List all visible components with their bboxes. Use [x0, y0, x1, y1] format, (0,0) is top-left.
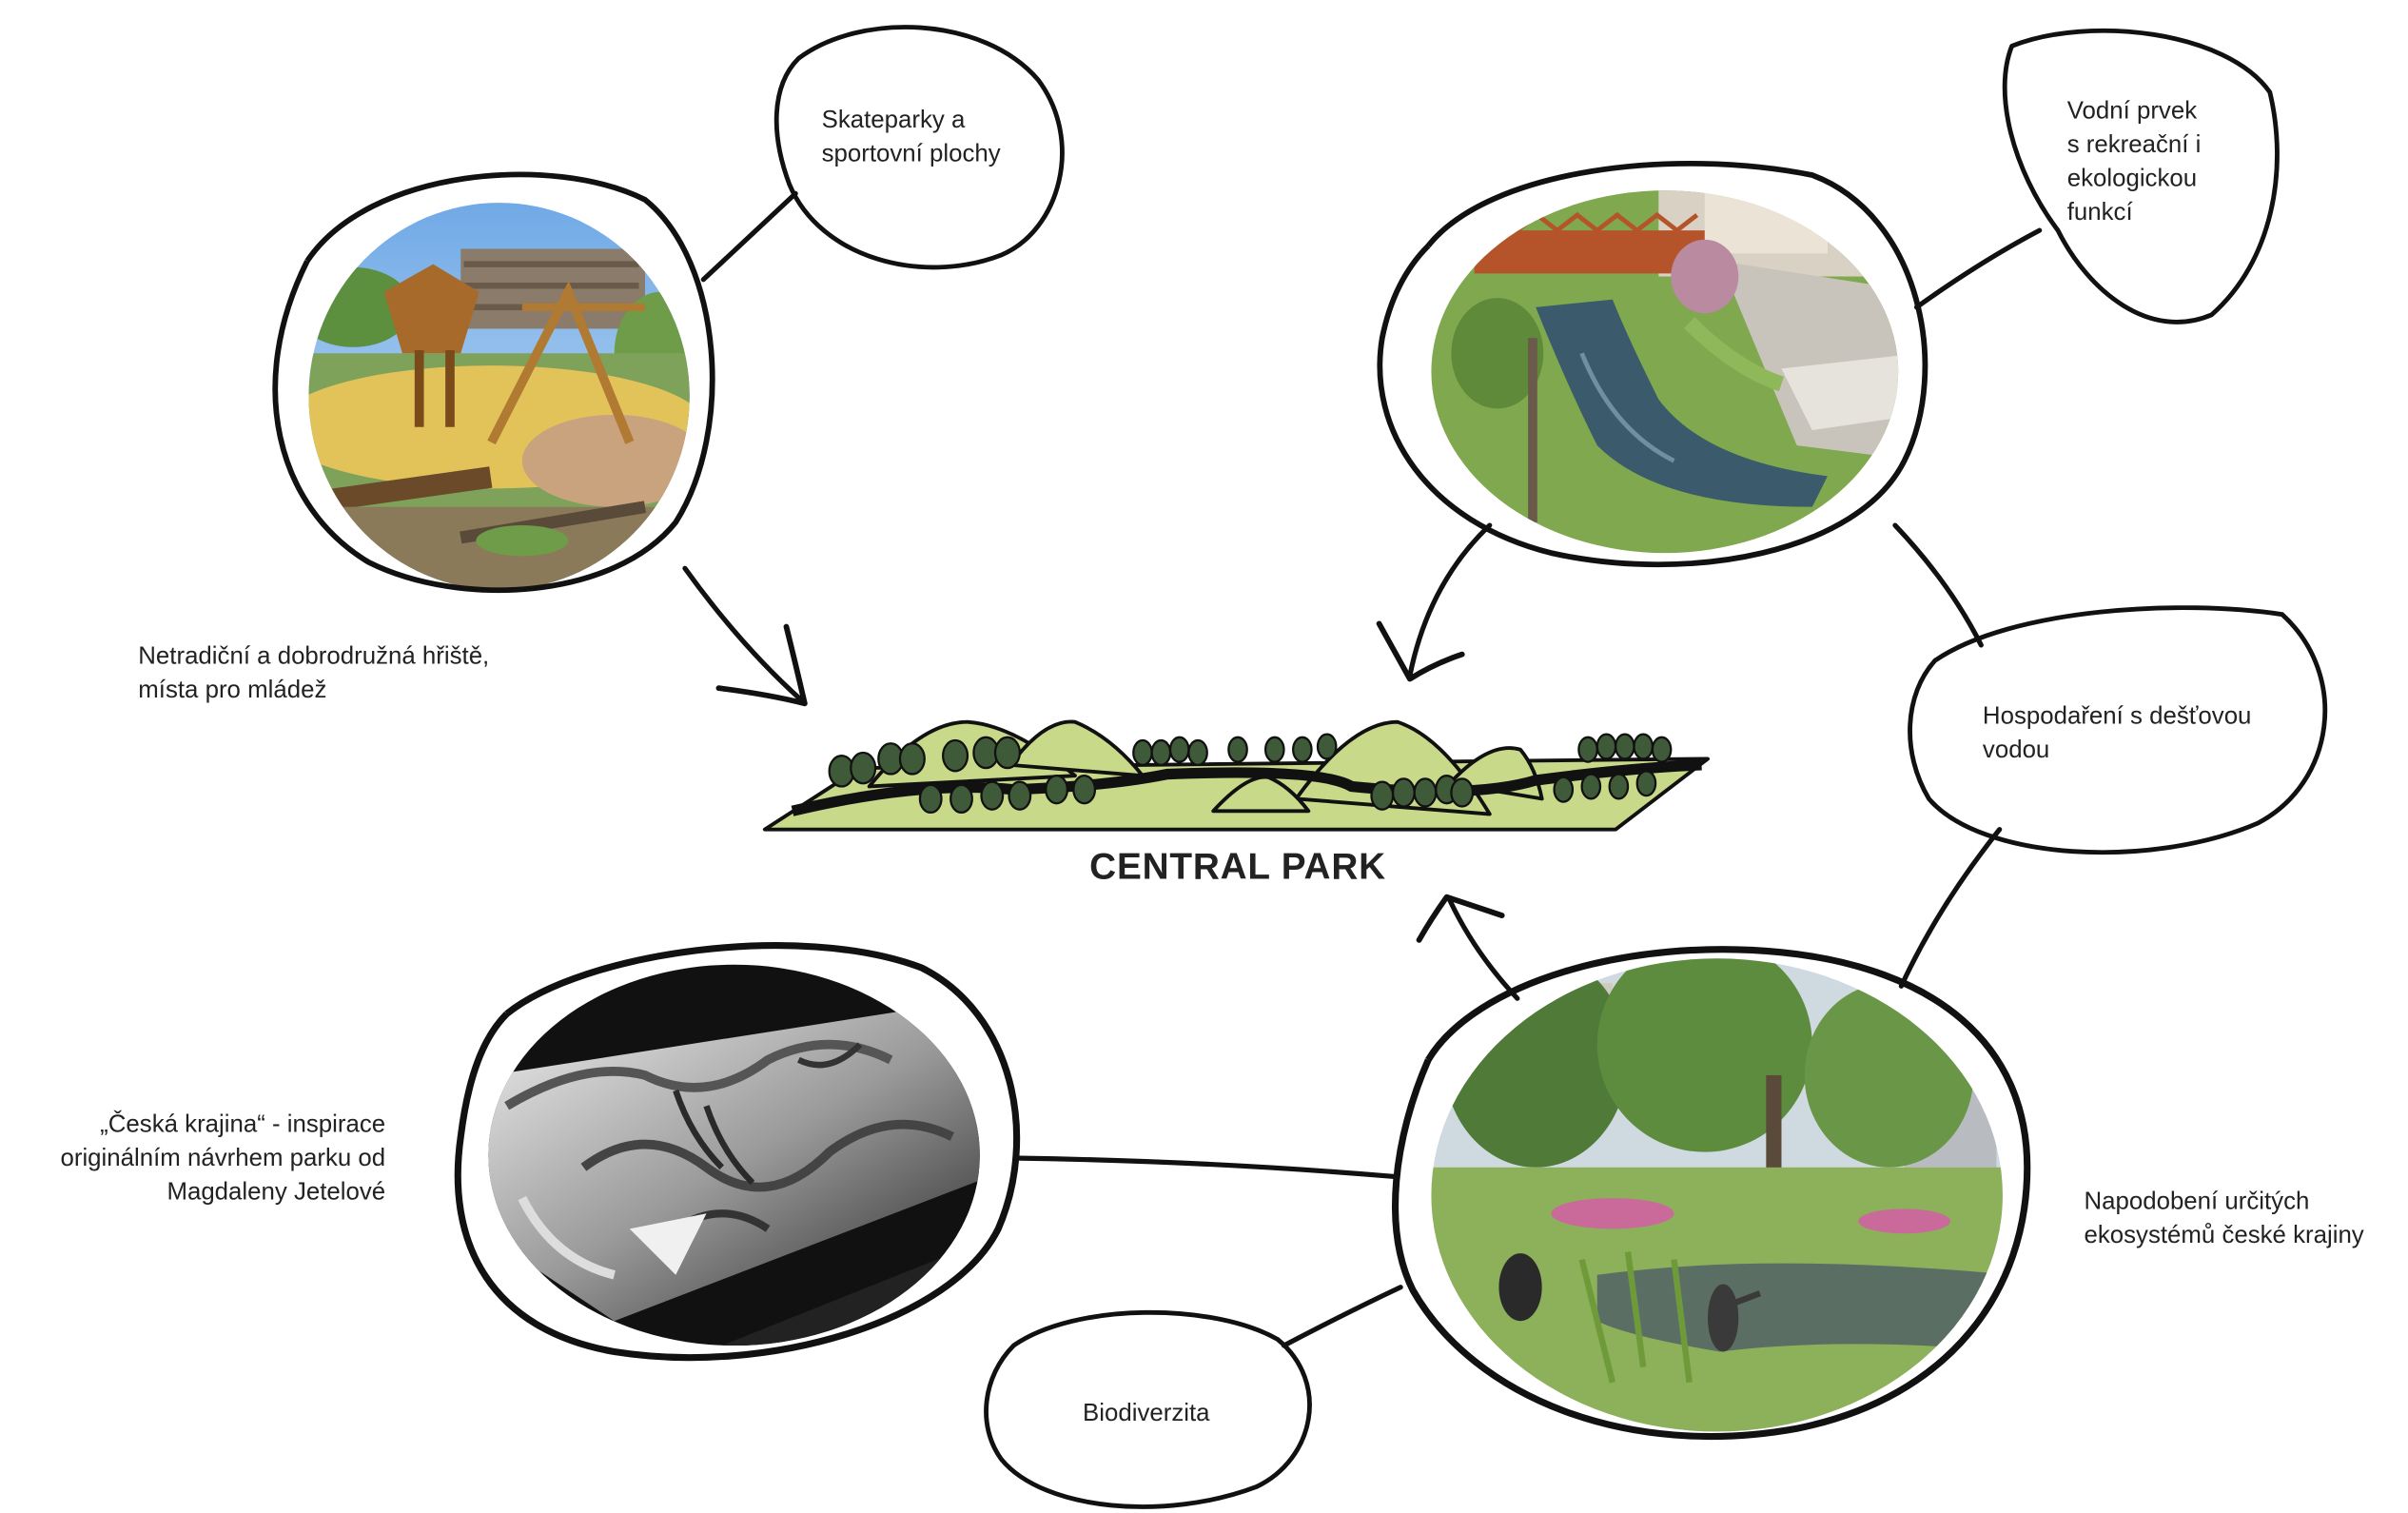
arrow-from-pond	[1447, 897, 1520, 1001]
bubble-water-element	[2002, 28, 2280, 324]
arrow-from-playground	[682, 565, 805, 703]
bubble-rainwater	[1908, 605, 2328, 855]
arrow-from-river	[1407, 522, 1493, 678]
frame-pond	[1392, 946, 2031, 1441]
park-trees	[828, 733, 1673, 815]
connector-water-element	[1913, 227, 2043, 310]
arrowheads	[715, 620, 1505, 943]
label-rainwater: Hospodaření s dešťovou vodou	[1982, 703, 2252, 764]
arrowhead-pond	[1416, 894, 1505, 943]
bubble-skateparks	[773, 25, 1065, 270]
label-playgrounds: Netradiční a dobrodružná hřiště, místa p…	[138, 643, 490, 704]
photo-playground	[272, 171, 715, 594]
bubbles	[773, 25, 2328, 1509]
label-ecosystems: Napodobení určitých ekosystémů české kra…	[2084, 1189, 2364, 1249]
park-path	[791, 759, 1702, 816]
photo-pond	[1392, 946, 2031, 1441]
arrowhead-playground	[715, 623, 808, 707]
photo-river	[1377, 160, 1928, 568]
connector-skateparks	[700, 190, 798, 283]
connector-rainwater-bottom	[1898, 827, 2003, 989]
connector-rainwater-top	[1892, 522, 1984, 648]
connector-czech-landscape	[1017, 1155, 1398, 1180]
frame-river	[1377, 160, 1928, 568]
arrowhead-river	[1376, 620, 1465, 682]
connector-lines	[682, 190, 2043, 1348]
connector-biodiversity	[1281, 1285, 1403, 1348]
photo-relief-model	[454, 942, 1021, 1362]
frame-relief-model	[454, 942, 1021, 1362]
label-water-element: Vodní prvek s rekreační i ekologickou fu…	[2066, 98, 2202, 226]
central-park-title: CENTRAL PARK	[1089, 846, 1386, 889]
bubble-biodiversity	[984, 1309, 1312, 1509]
central-park-illustration	[762, 719, 1710, 832]
label-czech-landscape: „Česká krajina“ - inspirace originálním …	[60, 1111, 386, 1207]
park-hill-2	[1008, 719, 1145, 778]
frame-playground	[272, 171, 715, 594]
label-skateparks: Skateparky a sportovní plochy	[821, 107, 1001, 167]
label-biodiversity: Biodiverzita	[1083, 1401, 1210, 1427]
